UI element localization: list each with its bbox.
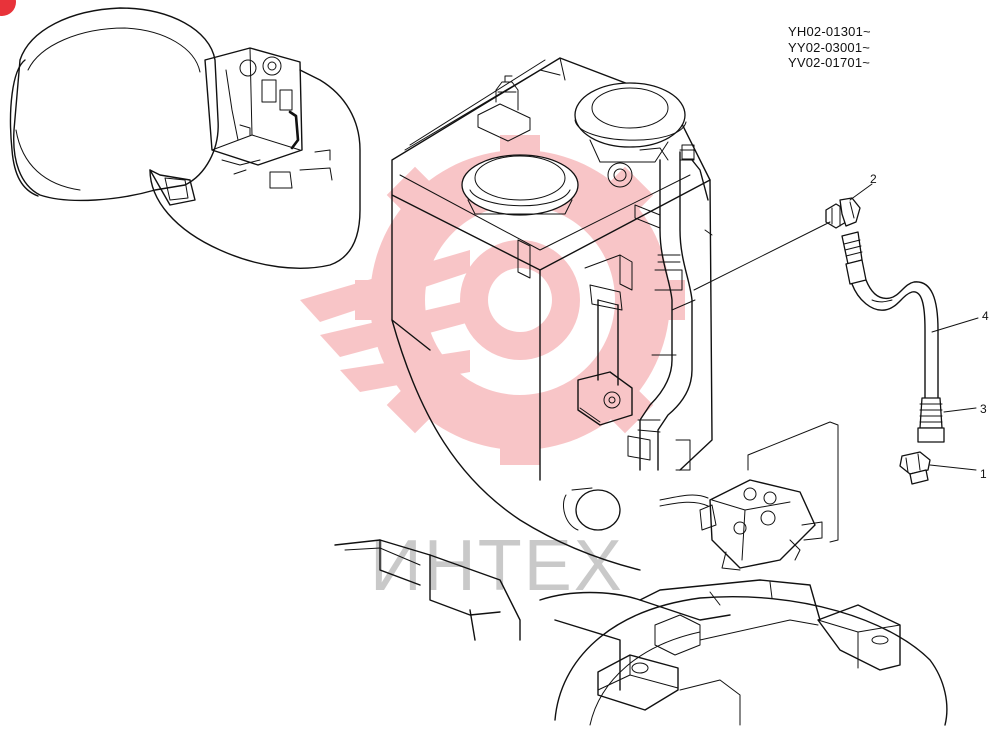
- chassis-frame: [334, 539, 948, 726]
- hose-part-4: [851, 283, 926, 401]
- serial-range-line: YY02-03001~: [788, 39, 871, 55]
- corner-marker: [0, 0, 16, 16]
- serial-range-line: YH02-01301~: [788, 24, 871, 39]
- breather-cap: [461, 154, 579, 216]
- adapter-part-1: [899, 451, 931, 485]
- watermark-text: ИНТЕХ: [370, 526, 624, 606]
- callout-3: 3: [980, 402, 987, 416]
- leader-lines: [693, 183, 979, 471]
- drain-plug: [563, 487, 621, 531]
- elbow-fitting-part-2: [825, 197, 861, 229]
- callout-1: 1: [980, 467, 987, 481]
- return-filter-cap: [574, 82, 687, 188]
- inset-machine-view: [9, 7, 361, 269]
- serial-range-line: YV02-01701~: [788, 55, 871, 70]
- crimp-sleeve-part-3: [917, 397, 945, 443]
- control-valve: [659, 421, 839, 571]
- level-plug: [477, 75, 531, 142]
- tank-piping: [577, 144, 713, 471]
- callout-4: 4: [982, 309, 989, 323]
- callout-2: 2: [870, 172, 877, 186]
- watermark-logo: [300, 135, 685, 465]
- serial-ranges: YH02-01301~ YY02-03001~ YV02-01701~: [788, 24, 871, 71]
- hose-assembly: [825, 197, 945, 485]
